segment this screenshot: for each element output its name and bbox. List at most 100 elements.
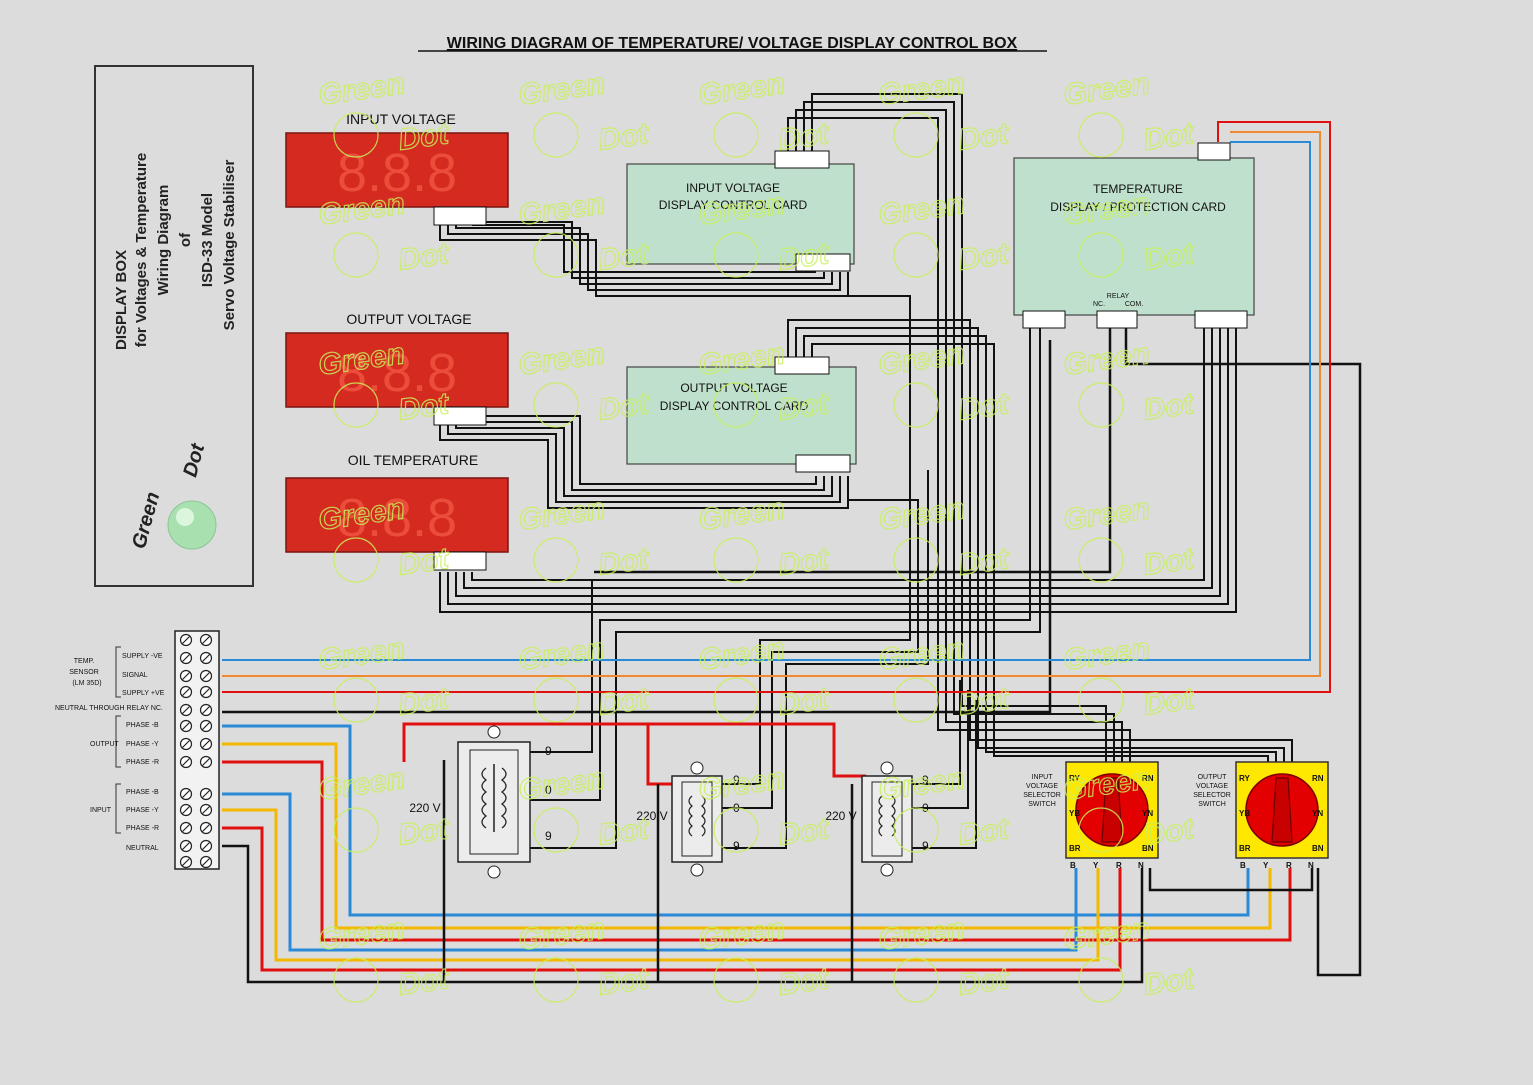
watermark-circle: [533, 537, 579, 583]
watermark-circle: [713, 807, 759, 853]
watermark-word-dot: Dot: [596, 682, 652, 722]
input-voltage-display: INPUT VOLTAGE 8.8.8: [285, 111, 509, 226]
output-switch-r: R: [1286, 861, 1292, 870]
transformer-2-tap-bot: 9: [733, 839, 740, 853]
output-group-label: OUTPUT: [90, 741, 120, 748]
input-switch-title-4: SWITCH: [1028, 801, 1056, 808]
transformer-3-primary: 220 V: [825, 809, 856, 823]
terminal-screw-slot: [202, 858, 210, 866]
temp-card-right-connector: [1194, 310, 1248, 329]
watermark-word-dot: Dot: [776, 682, 832, 722]
terminal-screw-slot: [182, 706, 190, 714]
watermark-circle: [333, 957, 379, 1003]
in-phase-b-label: PHASE -B: [126, 789, 159, 796]
input-voltage-selector-switch[interactable]: INPUT VOLTAGE SELECTOR SWITCH RY RN YB Y…: [1023, 761, 1159, 870]
watermark-circle: [1078, 112, 1124, 158]
supply-neg-label: SUPPLY -VE: [122, 653, 163, 660]
transformer-1-tap-top: 9: [545, 744, 552, 758]
terminal-screw-slot: [202, 790, 210, 798]
watermark-word-dot: Dot: [956, 237, 1012, 277]
input-switch-ry: RY: [1069, 774, 1080, 783]
input-switch-n: N: [1138, 861, 1144, 870]
transformer-2-tap-top: 9: [733, 773, 740, 787]
terminal-screw-slot: [202, 842, 210, 850]
input-switch-br: BR: [1069, 844, 1081, 853]
temp-card-line-1: TEMPERATURE: [1093, 182, 1183, 196]
terminal-screw-slot: [182, 806, 190, 814]
watermark-circle: [333, 677, 379, 723]
watermark-circle: [333, 537, 379, 583]
watermark-circle: [713, 677, 759, 723]
terminal-screw-slot: [202, 654, 210, 662]
input-switch-title-1: INPUT: [1032, 774, 1054, 781]
page-title: WIRING DIAGRAM OF TEMPERATURE/ VOLTAGE D…: [447, 35, 1018, 52]
watermark-circle: [893, 957, 939, 1003]
watermark-word-dot: Dot: [776, 237, 832, 277]
watermark-word-dot: Dot: [1141, 237, 1197, 277]
ribbon-output-card-to-switch: [787, 319, 1293, 768]
oil-temperature-label: OIL TEMPERATURE: [348, 452, 478, 468]
input-voltage-label: INPUT VOLTAGE: [346, 111, 456, 127]
watermark-word-dot: Dot: [396, 542, 452, 582]
transformer-3-tap-mid: 0: [922, 801, 929, 815]
side-line-5: ISD-33 Model: [199, 193, 216, 287]
input-switch-title-3: SELECTOR: [1023, 792, 1061, 799]
terminal-screw-slot: [202, 688, 210, 696]
watermark-word-dot: Dot: [776, 962, 832, 1002]
watermark-word-dot: Dot: [956, 812, 1012, 852]
output-switch-yb: YB: [1239, 809, 1250, 818]
output-voltage-display: OUTPUT VOLTAGE 8.8.8: [285, 311, 509, 426]
terminal-screw-slot: [202, 636, 210, 644]
watermark-circle: [333, 112, 379, 158]
watermark-circle: [893, 537, 939, 583]
output-switch-ry: RY: [1239, 774, 1250, 783]
watermark-word-dot: Dot: [396, 962, 452, 1002]
watermark-circle: [533, 957, 579, 1003]
watermark-word-dot: Dot: [396, 387, 452, 427]
output-display-connector: [433, 406, 487, 426]
terminal-brackets: [115, 646, 121, 834]
watermark-word-dot: Dot: [596, 117, 652, 157]
transformer-3-tap-bot: 9: [922, 839, 929, 853]
watermark-word-dot: Dot: [596, 542, 652, 582]
neutral-wires: [222, 760, 1314, 984]
input-phase-wires: [222, 792, 1122, 972]
watermark-word-dot: Dot: [956, 387, 1012, 427]
terminal-screw-slot: [202, 806, 210, 814]
output-switch-title-4: SWITCH: [1198, 801, 1226, 808]
watermark-word-dot: Dot: [1141, 962, 1197, 1002]
output-voltage-selector-switch[interactable]: OUTPUT VOLTAGE SELECTOR SWITCH RY RN YB …: [1193, 761, 1329, 870]
output-switch-rn: RN: [1312, 774, 1324, 783]
logo-dot: [167, 500, 217, 550]
terminal-screw-slot: [182, 740, 190, 748]
temp-sensor-wires: [222, 121, 1331, 693]
side-line-6: Servo Voltage Stabiliser: [221, 160, 238, 331]
watermark-word-dot: Dot: [596, 962, 652, 1002]
ribbon-temp-display-to-card: [439, 328, 1237, 613]
oil-display-connector: [433, 551, 487, 571]
watermark-circle: [713, 232, 759, 278]
watermark-word-dot: Dot: [956, 542, 1012, 582]
output-card-line-2: DISPLAY CONTROL CARD: [660, 399, 809, 413]
output-switch-title-2: VOLTAGE: [1196, 783, 1228, 790]
transformer-2-primary: 220 V: [636, 809, 667, 823]
watermark-circle: [333, 807, 379, 853]
output-switch-b: B: [1240, 861, 1246, 870]
watermark-circle: [1078, 677, 1124, 723]
side-line-3: Wiring Diagram: [155, 185, 172, 296]
watermark-word-dot: Dot: [1141, 387, 1197, 427]
side-info-box: DISPLAY BOX for Voltages & Temperature W…: [94, 65, 254, 587]
terminal-screw-slot: [202, 824, 210, 832]
watermark-circle: [713, 957, 759, 1003]
terminal-block: [174, 630, 220, 870]
temp-card-left-connector: [1022, 310, 1066, 329]
out-phase-r-label: PHASE -R: [126, 759, 159, 766]
relay-label: RELAY: [1107, 293, 1130, 300]
watermark-word-dot: Dot: [396, 812, 452, 852]
watermark-word-dot: Dot: [596, 812, 652, 852]
watermark-word-dot: Dot: [1141, 812, 1197, 852]
output-switch-y: Y: [1263, 861, 1269, 870]
watermark-word-dot: Dot: [1141, 117, 1197, 157]
input-card-line-1: INPUT VOLTAGE: [686, 181, 780, 195]
